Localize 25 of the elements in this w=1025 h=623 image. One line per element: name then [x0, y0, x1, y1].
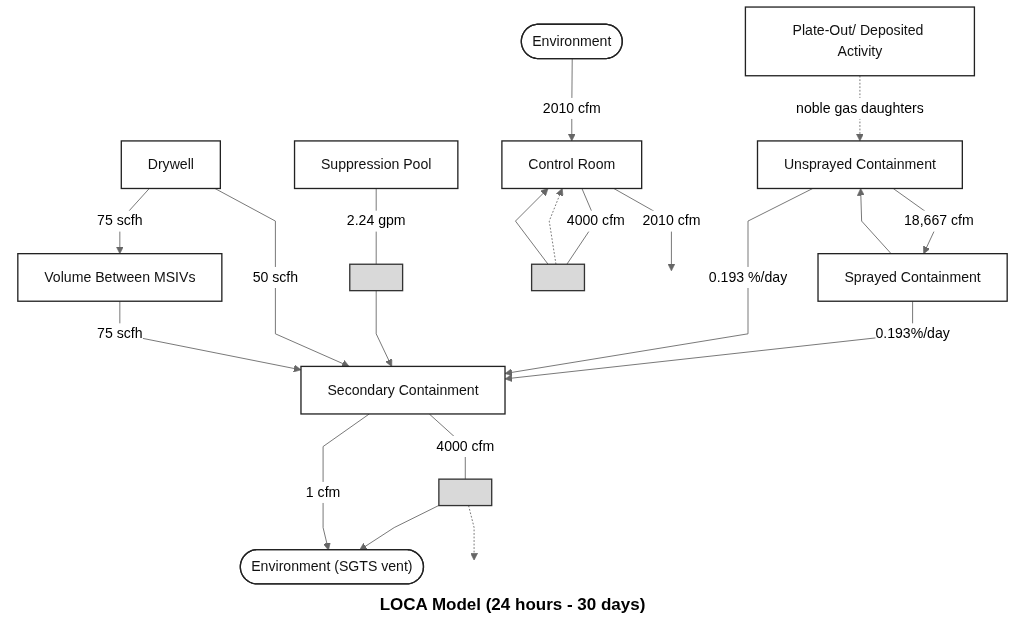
edge-label: 75 scfh: [97, 213, 143, 229]
edge-label: 2010 cfm: [642, 213, 701, 229]
edge-label: 0.193%/day: [875, 325, 950, 341]
node-bar: [349, 263, 404, 292]
node-bar: [530, 263, 586, 292]
node-bar: [438, 478, 493, 507]
node-box: Drywell: [120, 140, 221, 190]
edge-label: 4000 cfm: [566, 213, 625, 229]
node-box: Sprayed Containment: [817, 253, 1008, 302]
edge-label: 1 cfm: [305, 484, 341, 500]
node-box: Plate-Out/ Deposited Activity: [744, 6, 976, 77]
edge-label: 18,667 cfm: [903, 213, 974, 229]
edge-label: noble gas daughters: [796, 100, 924, 116]
edge-label: 50 scfh: [252, 269, 299, 285]
edge-label: 75 scfh: [97, 325, 143, 341]
node-box: Unsprayed Containment: [756, 140, 963, 190]
edge-label: 2.24 gpm: [346, 213, 406, 229]
node-box: Control Room: [501, 140, 643, 190]
edge-label: 0.193 %/day: [708, 269, 788, 285]
node-box: Suppression Pool: [293, 140, 459, 190]
diagram-caption: LOCA Model (24 hours - 30 days): [379, 594, 646, 616]
node-box: Volume Between MSIVs: [17, 253, 223, 302]
edge-label: 4000 cfm: [436, 438, 495, 454]
node-box: Secondary Containment: [300, 365, 506, 415]
edge-label: 2010 cfm: [542, 100, 601, 116]
